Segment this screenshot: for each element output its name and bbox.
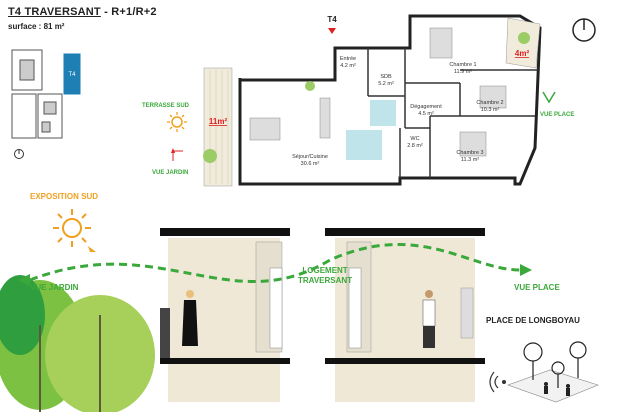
place-name: PLACE DE LONGBOYAU: [486, 316, 580, 325]
kitchen-tile-area: [346, 130, 382, 160]
room-wc-name: WC: [410, 136, 419, 142]
room-sdb-name: SDB: [380, 74, 392, 80]
bed-3: [459, 131, 487, 157]
section-vue-jardin: VUE JARDIN: [30, 283, 79, 292]
person-left-body: [182, 300, 198, 346]
person-left-head: [186, 290, 194, 298]
room-chambre3-name: Chambre 3: [456, 150, 483, 156]
sofa: [249, 117, 281, 141]
plant-terrace: [203, 149, 217, 163]
compass-icon: [572, 18, 596, 42]
room-degagement-area: 4.5 m²: [418, 111, 434, 117]
sun-icon-small: [167, 112, 187, 132]
place-illustration: [489, 341, 599, 403]
plan-vue-jardin: VUE JARDIN: [152, 170, 189, 176]
key-plan-unit-label: T4: [68, 72, 76, 78]
room-entree-name: Entrée: [340, 56, 356, 62]
room-chambre1-name: Chambre 1: [449, 62, 476, 68]
balcony-area-label: 4m²: [515, 49, 530, 58]
dining-table: [319, 97, 331, 139]
logement-line2: TRAVERSANT: [298, 276, 353, 285]
surface-label: surface : 81 m²: [8, 22, 65, 31]
room-chambre1-area: 11.9 m²: [454, 69, 472, 75]
garden-trees: [0, 275, 155, 412]
entry-arrow-icon: [328, 28, 336, 34]
terrace-label: TERRASSE SUD: [142, 103, 190, 109]
room-wc-area: 2.8 m²: [407, 143, 423, 149]
room-degagement-name: Dégagement: [410, 104, 442, 110]
key-plan: T4: [11, 49, 81, 150]
bed-1: [429, 27, 453, 59]
plant-living: [305, 81, 315, 91]
view-arrow-icon-place: [542, 91, 556, 104]
plan-vue-place: VUE PLACE: [540, 112, 575, 118]
section-right-building: [325, 228, 485, 402]
compass-icon-small: [14, 149, 24, 159]
terrace-area-label: 11m²: [209, 117, 228, 126]
unit-highlight: [63, 53, 81, 95]
room-chambre2-area: 10.3 m²: [481, 107, 500, 113]
room-sdb-area: 5.2 m²: [378, 81, 394, 87]
entry-marker: T4: [327, 15, 337, 24]
room-sejour-name: Séjour/Cuisine: [292, 154, 328, 160]
section-vue-place: VUE PLACE: [514, 283, 560, 292]
page-title: T4 TRAVERSANT - R+1/R+2: [8, 6, 157, 18]
floor-plan: T4 Entrée 4.2 m² SDB 5.2 m² Chambre 1 11…: [203, 14, 542, 187]
room-chambre2-name: Chambre 2: [476, 100, 503, 106]
exposition-label: EXPOSITION SUD: [30, 192, 99, 201]
sun-icon: [53, 209, 96, 252]
room-entree-area: 4.2 m²: [340, 63, 356, 69]
view-arrow-icon-garden: [171, 148, 183, 161]
logement-traversant-label: LOGEMENT TRAVERSANT: [298, 266, 352, 286]
person-right-head: [425, 290, 433, 298]
section-left-building: [160, 228, 290, 402]
title-main: T4 TRAVERSANT: [8, 6, 101, 18]
logement-line1: LOGEMENT: [302, 266, 348, 275]
room-sejour-area: 30.6 m²: [301, 161, 320, 167]
room-chambre3-area: 11.3 m²: [461, 157, 479, 163]
terrace-area: [203, 67, 233, 187]
view-line: [18, 243, 532, 286]
plant-balcony: [518, 32, 530, 44]
bathroom-tile-area: [370, 100, 396, 126]
bed-2: [479, 85, 507, 109]
title-levels: - R+1/R+2: [100, 6, 157, 18]
